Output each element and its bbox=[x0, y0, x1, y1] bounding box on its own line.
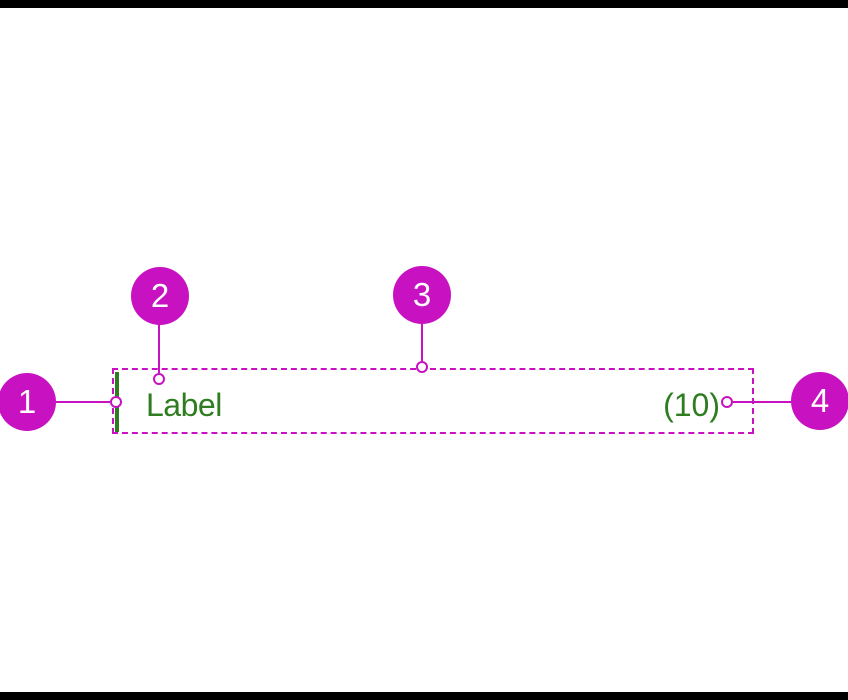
callout-4-badge: 4 bbox=[791, 372, 848, 430]
callout-1-endpoint-ring bbox=[110, 396, 122, 408]
callout-1-badge: 1 bbox=[0, 373, 56, 431]
callout-2-badge: 2 bbox=[131, 267, 189, 325]
callout-3-endpoint-ring bbox=[416, 361, 428, 373]
callout-3-badge: 3 bbox=[393, 266, 451, 324]
label-text: Label bbox=[146, 387, 222, 423]
callout-4-connector-line bbox=[733, 401, 791, 403]
callout-2-connector-line bbox=[158, 322, 160, 373]
callout-2-endpoint-ring bbox=[153, 373, 165, 385]
label-component-outline: Label (10) bbox=[112, 368, 754, 434]
bottom-frame-bar bbox=[0, 692, 848, 700]
callout-4-endpoint-ring bbox=[721, 396, 733, 408]
callout-1-connector-line bbox=[56, 401, 110, 403]
callout-3-connector-line bbox=[421, 322, 423, 361]
count-badge: (10) bbox=[663, 387, 720, 423]
top-frame-bar bbox=[0, 0, 848, 8]
